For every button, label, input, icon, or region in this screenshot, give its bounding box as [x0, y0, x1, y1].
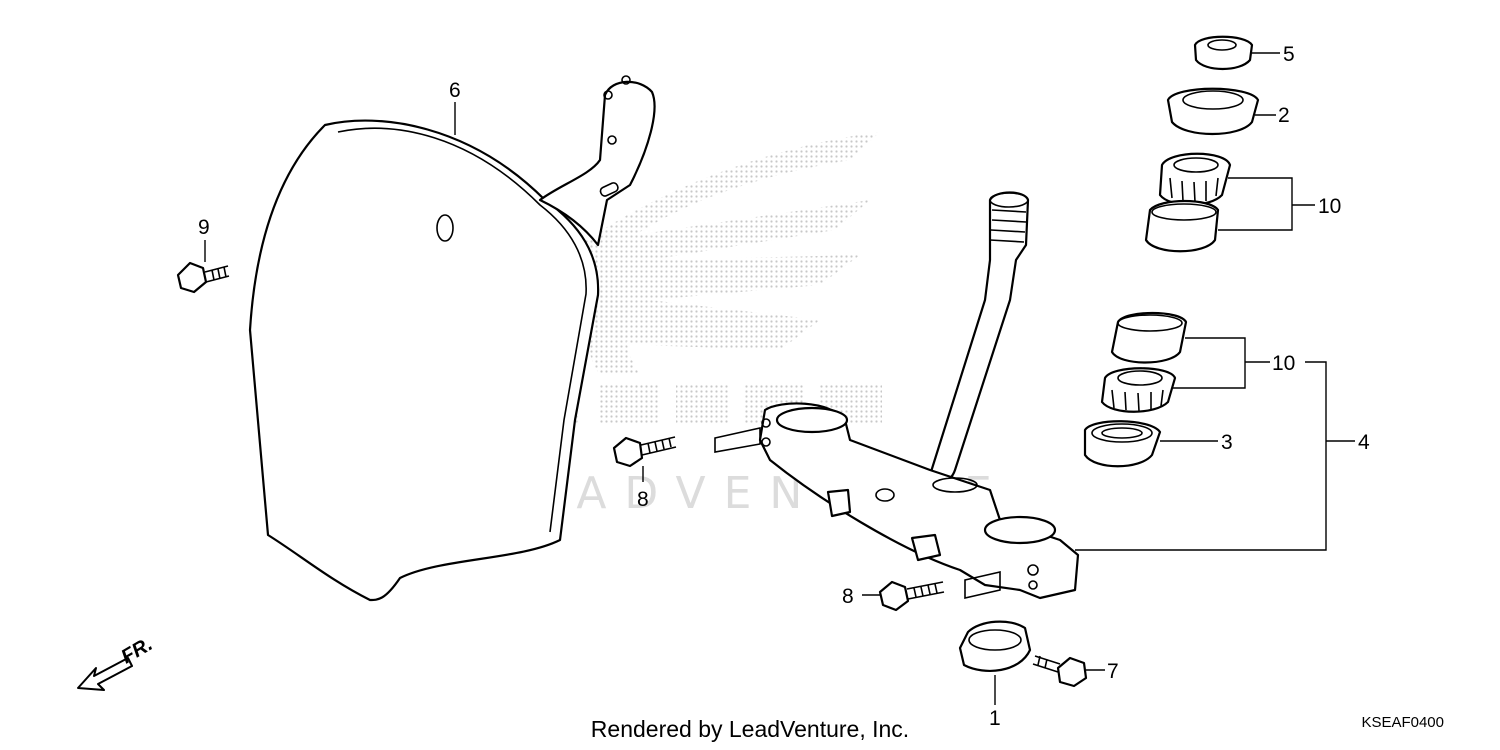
bolt-8-upper — [612, 436, 677, 468]
callout-9: 9 — [198, 216, 210, 239]
callout-2: 2 — [1278, 104, 1290, 127]
bearing-10-upper — [1144, 152, 1232, 253]
bolt-7 — [1032, 655, 1088, 688]
callout-6: 6 — [449, 79, 461, 102]
bolt-9 — [176, 261, 230, 294]
number-plate — [248, 75, 656, 602]
callout-4: 4 — [1358, 431, 1370, 454]
front-direction-arrow-icon: FR. — [77, 633, 156, 691]
callout-7: 7 — [1107, 660, 1119, 683]
dust-seal-2 — [1166, 87, 1260, 136]
leader-lines — [204, 52, 1355, 705]
steering-stem — [928, 191, 1030, 483]
callout-8-upper: 8 — [637, 488, 649, 511]
footer-credit: Rendered by LeadVenture, Inc. — [590, 716, 910, 742]
honda-wing-watermark-icon — [525, 132, 882, 423]
callout-1: 1 — [989, 707, 1001, 730]
diagram-code: KSEAF0400 — [1361, 714, 1444, 731]
bolt-8-lower — [878, 570, 1001, 612]
lock-nut-5 — [1193, 35, 1254, 70]
callout-3: 3 — [1221, 431, 1233, 454]
callout-5: 5 — [1283, 43, 1295, 66]
bottom-bracket — [714, 402, 1080, 600]
callout-10-lower: 10 — [1272, 352, 1295, 375]
dust-seal-3 — [1083, 420, 1162, 468]
callout-10-upper: 10 — [1318, 195, 1341, 218]
clamp-1 — [958, 620, 1032, 672]
bearing-10-lower — [1100, 311, 1188, 413]
callout-8-lower: 8 — [842, 585, 854, 608]
